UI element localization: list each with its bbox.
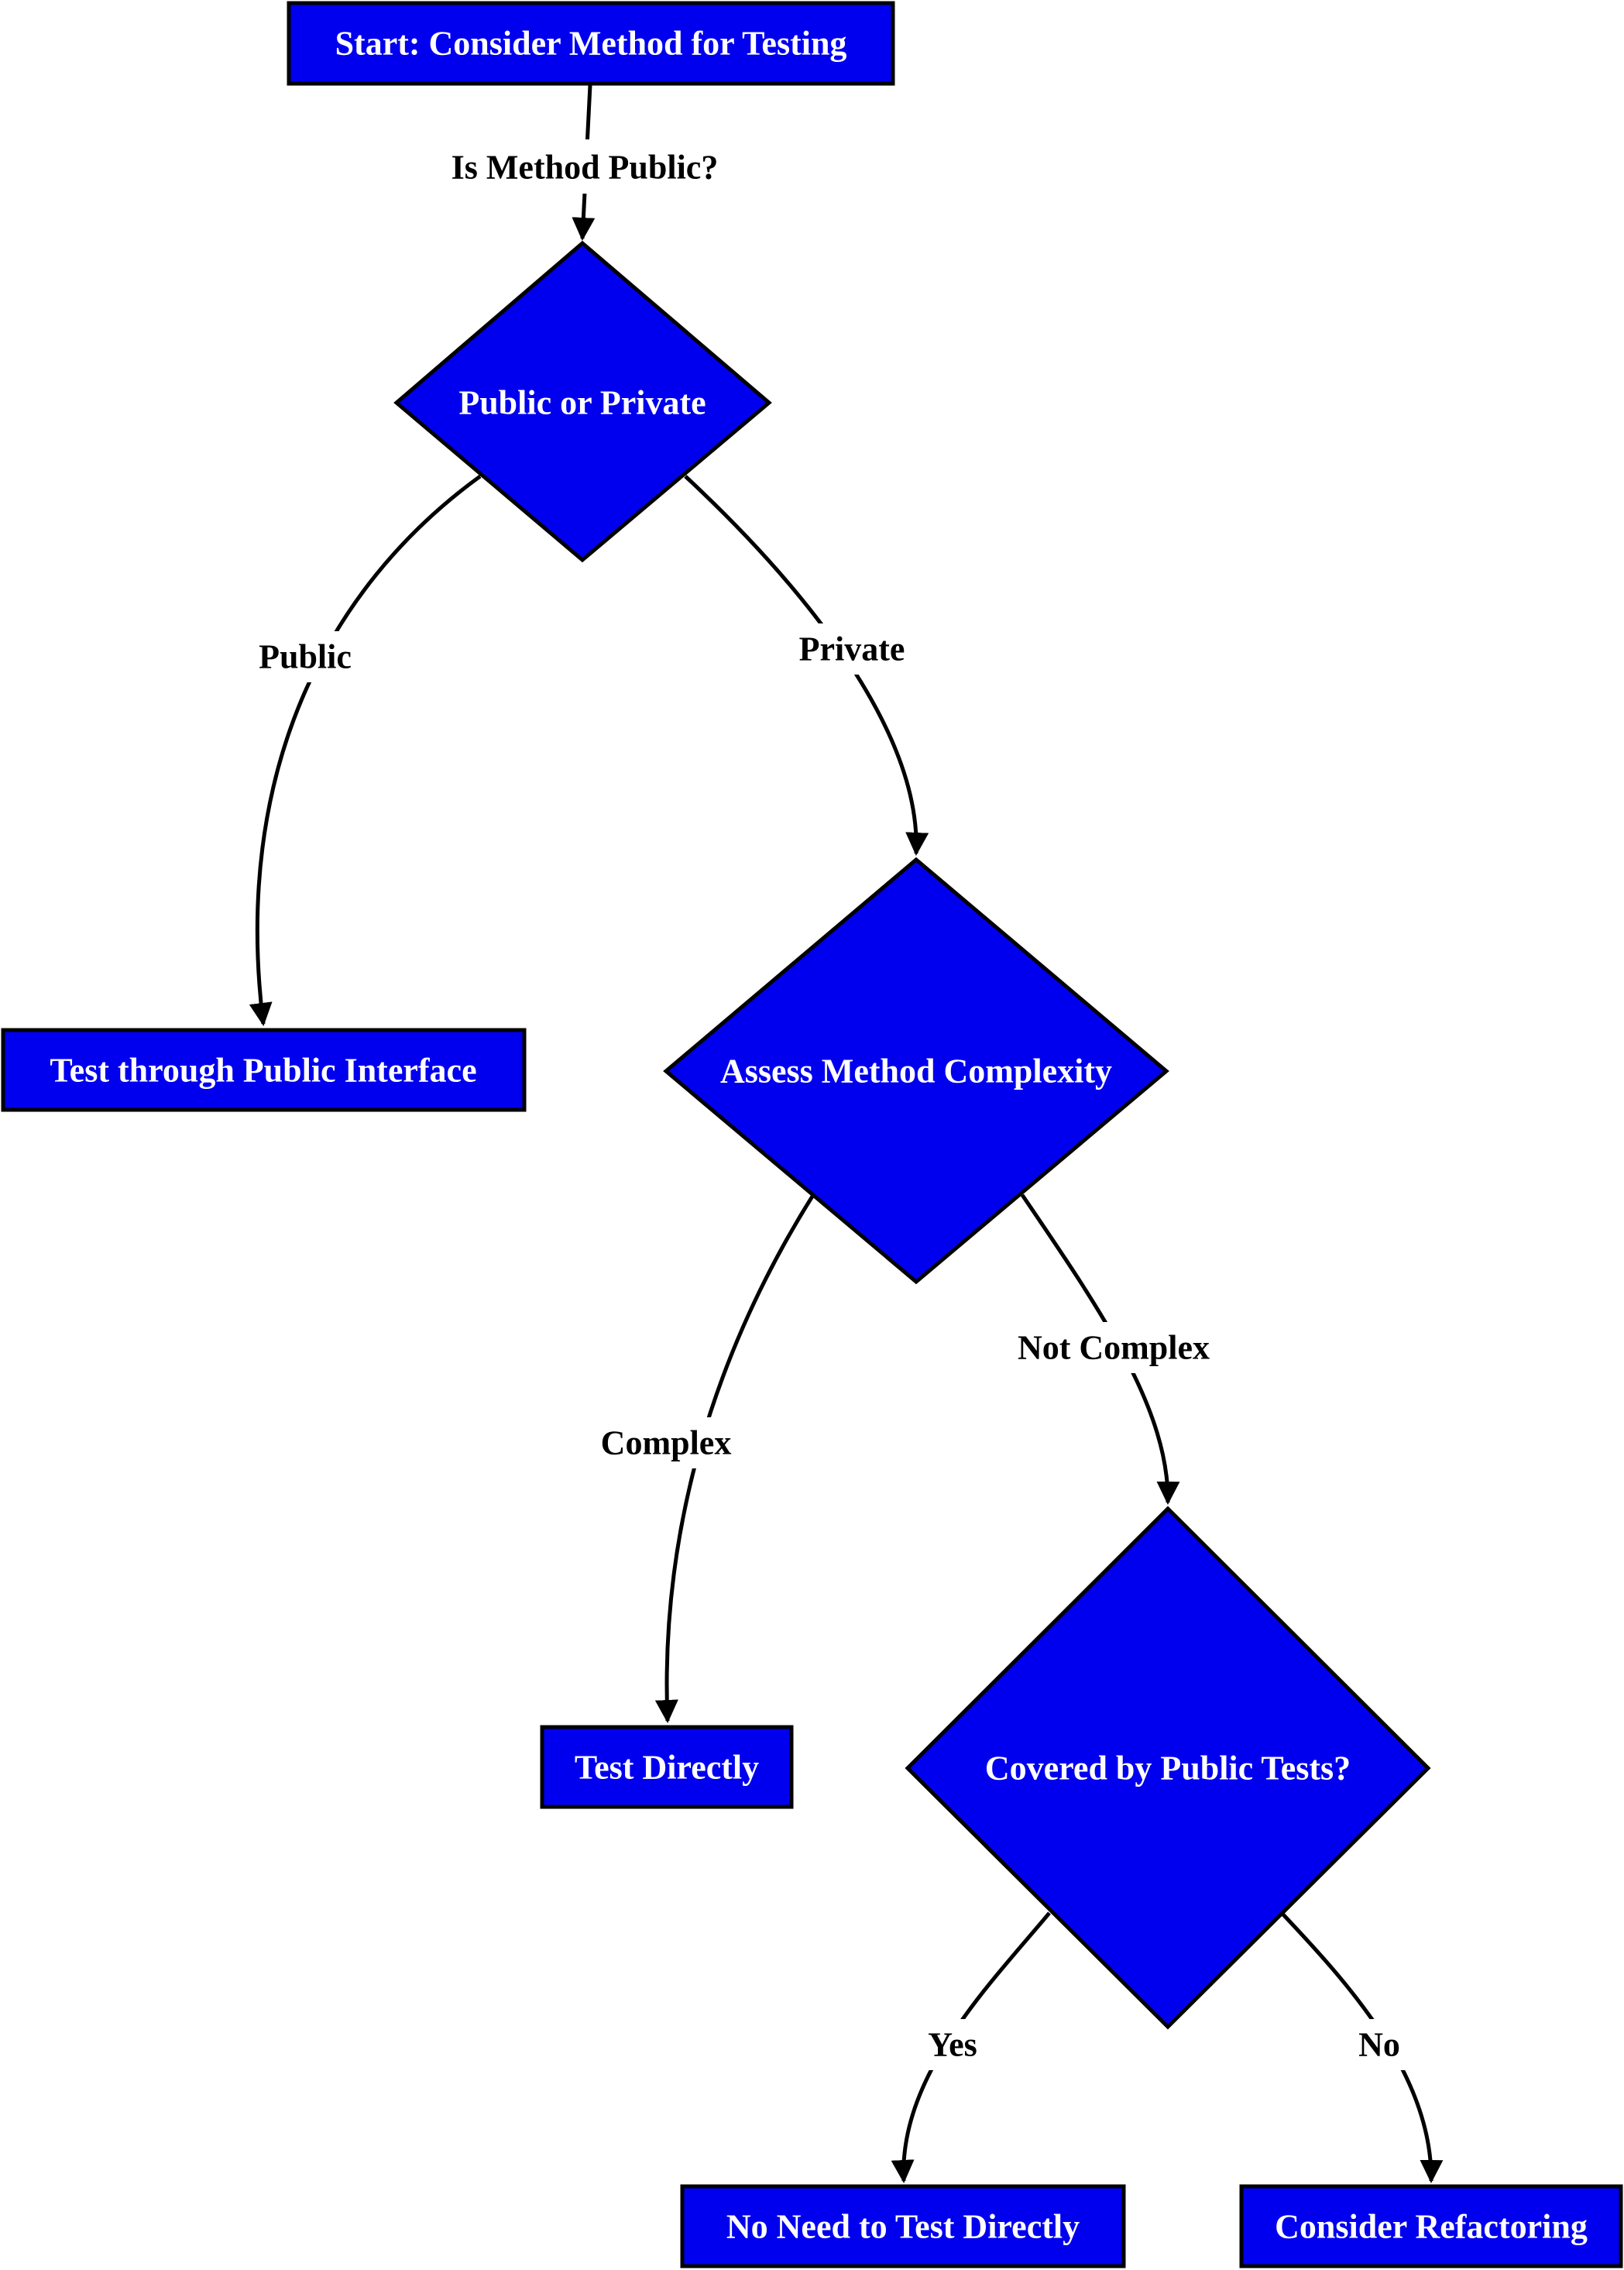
node-test-directly-box [540, 1725, 794, 1809]
node-no-need-label: No Need to Test Directly [726, 2208, 1080, 2246]
node-test-public-interface-box [1, 1028, 527, 1112]
edge-not-complex: Not Complex [1003, 1193, 1227, 1505]
node-consider-refactoring-label: Consider Refactoring [1275, 2208, 1588, 2246]
node-start[interactable]: Start: Consider Method for Testing [287, 1, 895, 86]
edge-label-public: Public [259, 638, 352, 676]
node-covered-by-public[interactable]: Covered by Public Tests? [905, 1506, 1431, 2030]
node-public-or-private-diamond [393, 240, 772, 563]
node-consider-refactoring[interactable]: Consider Refactoring [1239, 2184, 1623, 2268]
edge-label-yes: Yes [928, 2026, 977, 2064]
node-assess-complexity[interactable]: Assess Method Complexity [663, 857, 1169, 1285]
node-test-directly[interactable]: Test Directly [540, 1725, 794, 1809]
edge-start-to-decision: Is Method Public? [430, 84, 740, 241]
node-covered-by-public-diamond [905, 1506, 1431, 2030]
node-consider-refactoring-box [1239, 2184, 1623, 2268]
edge-label-is-method-public: Is Method Public? [451, 149, 719, 187]
edge-label-private: Private [799, 630, 905, 668]
edge-complex: Complex [585, 1193, 815, 1723]
edge-label-not-complex: Not Complex [1018, 1329, 1210, 1367]
node-no-need-box [680, 2184, 1126, 2268]
node-public-or-private-label: Public or Private [458, 384, 706, 422]
node-test-public-interface[interactable]: Test through Public Interface [1, 1028, 527, 1112]
edge-label-no: No [1358, 2026, 1400, 2064]
node-test-public-interface-label: Test through Public Interface [50, 1052, 476, 1090]
node-no-need[interactable]: No Need to Test Directly [680, 2184, 1126, 2268]
edge-public-line [249, 474, 482, 1026]
edge-no: No [1280, 1911, 1444, 2183]
edge-public: Public [244, 474, 482, 1026]
node-start-box [287, 1, 895, 86]
node-test-directly-label: Test Directly [575, 1749, 759, 1787]
node-assess-complexity-diamond [663, 857, 1169, 1285]
node-start-label: Start: Consider Method for Testing [335, 25, 847, 63]
edge-private: Private [684, 475, 929, 856]
node-assess-complexity-label: Assess Method Complexity [720, 1053, 1112, 1090]
node-public-or-private[interactable]: Public or Private [393, 240, 772, 563]
node-covered-by-public-label: Covered by Public Tests? [985, 1750, 1351, 1787]
edge-yes: Yes [891, 1911, 1051, 2183]
edge-label-complex: Complex [601, 1424, 732, 1462]
